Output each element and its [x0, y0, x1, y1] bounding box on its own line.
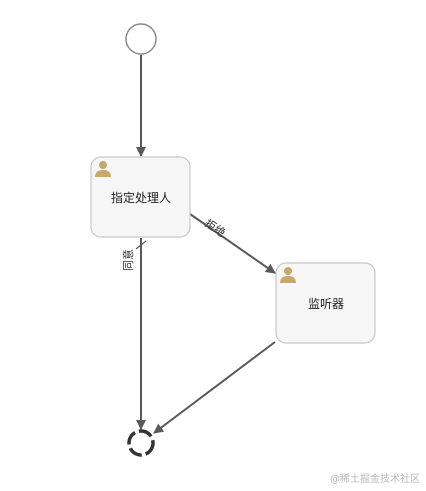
user-icon: [95, 161, 111, 177]
watermark: @稀土掘金技术社区: [330, 472, 420, 485]
task-box: [275, 262, 376, 344]
task-listener[interactable]: 监听器: [275, 262, 376, 344]
task-assign-handler[interactable]: 指定处理人: [90, 156, 191, 238]
task-label: 监听器: [308, 297, 344, 311]
task-label: 指定处理人: [111, 190, 171, 205]
flow-label-reject: 拒绝: [202, 216, 228, 240]
flow-label-approve: 同意: [121, 249, 135, 271]
start-event[interactable]: [125, 23, 157, 55]
end-event[interactable]: [127, 429, 155, 457]
flow-task1-to-task2[interactable]: [189, 213, 276, 274]
user-icon: [280, 267, 296, 283]
task-box: [90, 156, 191, 238]
flow-task2-to-end[interactable]: [153, 341, 276, 434]
default-flow-marker: [135, 240, 147, 250]
